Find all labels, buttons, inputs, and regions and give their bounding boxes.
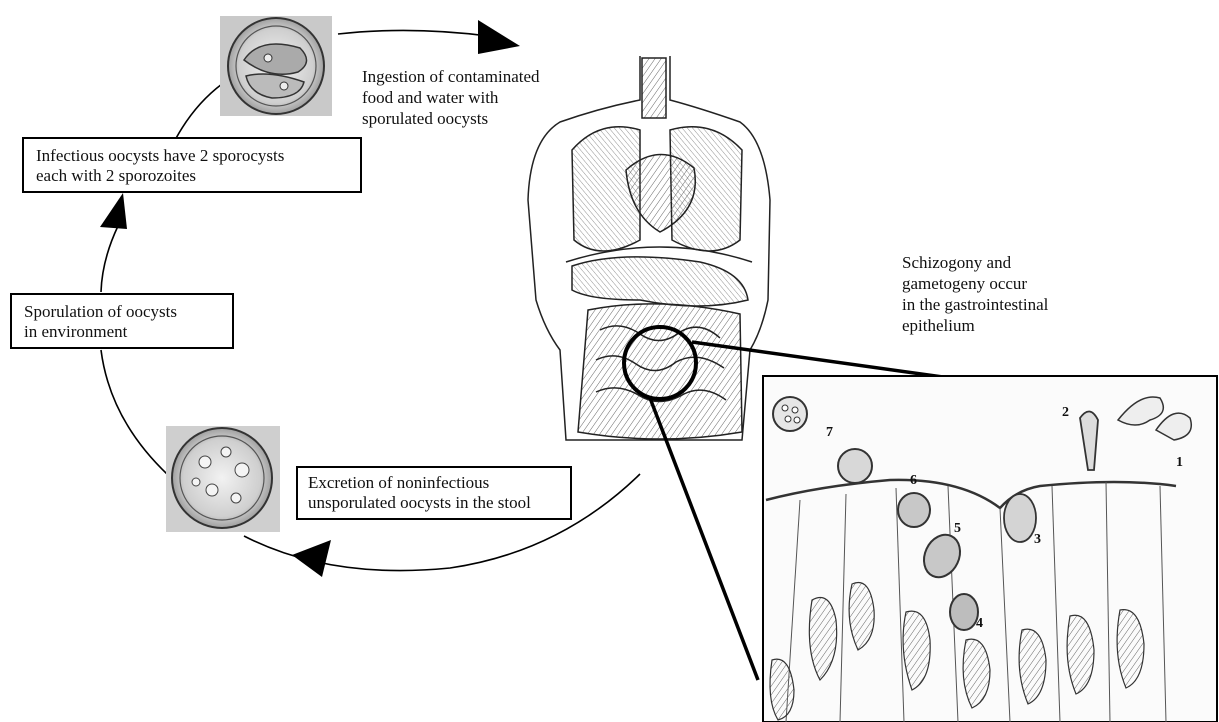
sporulation-line-1: Sporulation of oocysts xyxy=(24,302,220,322)
stage-number-3: 3 xyxy=(1034,532,1041,547)
ingestion-label: Ingestion of contaminated food and water… xyxy=(362,66,540,129)
arc-top xyxy=(338,30,488,36)
stage-number-1: 1 xyxy=(1176,455,1183,470)
ingestion-line-1: Ingestion of contaminated xyxy=(362,66,540,87)
epithelium-inset: 1 2 3 4 5 6 7 xyxy=(763,376,1217,722)
stage-number-6: 6 xyxy=(910,473,917,488)
ingestion-line-2: food and water with xyxy=(362,87,540,108)
schizogony-line-1: Schizogony and xyxy=(902,252,1048,273)
sporulation-box: Sporulation of oocysts in environment xyxy=(10,293,234,349)
liver-stomach xyxy=(572,257,748,306)
arc-left-lower xyxy=(101,350,168,475)
schizogony-line-3: in the gastrointestinal xyxy=(902,294,1048,315)
unsporulated-oocyst-icon xyxy=(166,426,280,532)
arrowhead-to-body xyxy=(478,20,520,54)
infectious-oocysts-box: Infectious oocysts have 2 sporocysts eac… xyxy=(22,137,362,193)
schizogony-line-2: gametogeny occur xyxy=(902,273,1048,294)
infectious-line-2: each with 2 sporozoites xyxy=(36,166,348,186)
excretion-box: Excretion of noninfectious unsporulated … xyxy=(296,466,572,520)
infectious-line-1: Infectious oocysts have 2 sporocysts xyxy=(36,146,348,166)
excretion-line-2: unsporulated oocysts in the stool xyxy=(308,493,560,513)
arrowhead-to-infectious xyxy=(100,193,127,229)
stage-number-5: 5 xyxy=(954,521,961,536)
excretion-line-1: Excretion of noninfectious xyxy=(308,473,560,493)
arc-left-upper xyxy=(101,226,118,292)
stage-number-4: 4 xyxy=(976,616,983,631)
intestines xyxy=(578,304,742,439)
stage-number-7: 7 xyxy=(826,425,833,440)
sporulated-oocyst-icon xyxy=(220,16,332,116)
schizogony-line-4: epithelium xyxy=(902,315,1048,336)
ingestion-line-3: sporulated oocysts xyxy=(362,108,540,129)
schizogony-label: Schizogony and gametogeny occur in the g… xyxy=(902,252,1048,336)
stage-number-2: 2 xyxy=(1062,405,1069,420)
sporulation-line-2: in environment xyxy=(24,322,220,342)
human-torso-organs-icon xyxy=(528,56,770,440)
arrowhead-to-unsporulated xyxy=(292,540,331,577)
